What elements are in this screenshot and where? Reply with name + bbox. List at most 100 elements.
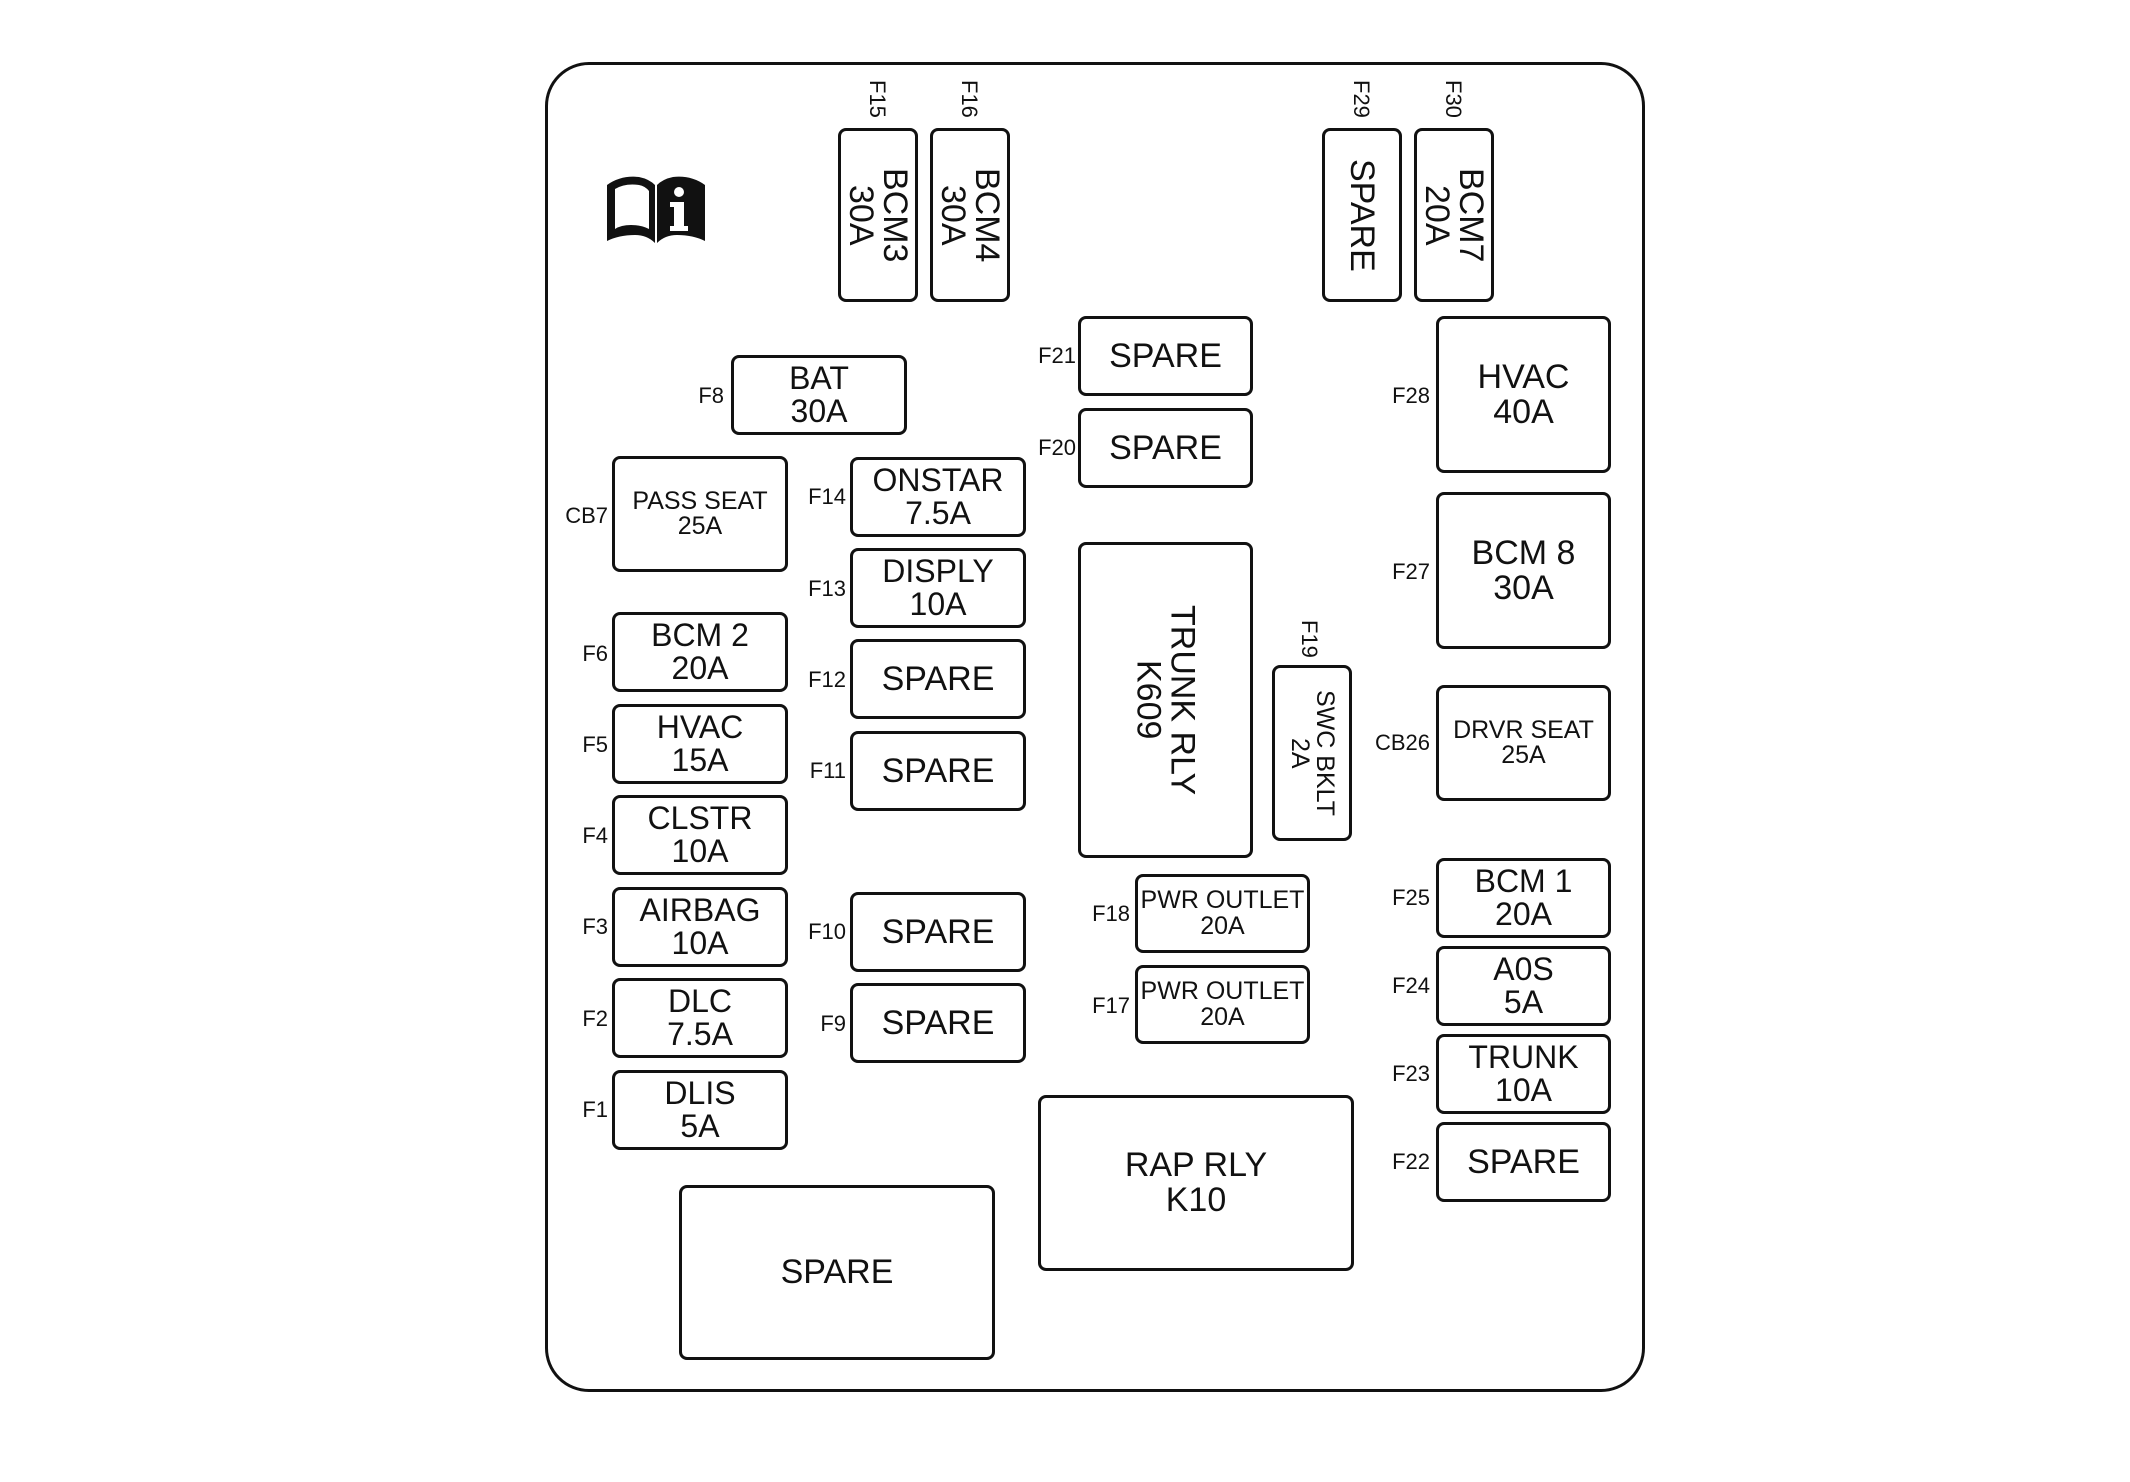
fuse-f27: BCM 8 30A (1436, 492, 1611, 649)
fuse-f29-name: SPARE (1343, 158, 1381, 272)
fuse-block-outline (545, 62, 1645, 1392)
fuse-f2: DLC 7.5A (612, 978, 788, 1058)
fuse-f27-rating: 30A (1493, 568, 1554, 607)
fuse-f25-name: BCM 1 (1474, 863, 1573, 900)
fuse-f4: CLSTR 10A (612, 795, 788, 875)
fuse-f5: HVAC 15A (612, 704, 788, 784)
fuse-f2-name: DLC (667, 983, 732, 1020)
fuse-f21: SPARE (1078, 316, 1253, 396)
fuse-f28-name: HVAC (1477, 357, 1570, 396)
fuse-f14-rating: 7.5A (905, 495, 971, 531)
fuse-f4-rating: 10A (671, 833, 729, 869)
fuse-f12-name: SPARE (881, 659, 995, 698)
fuse-f6-name: BCM 2 (651, 617, 749, 654)
fuse-f4-name: CLSTR (647, 800, 753, 837)
trunk-relay: TRUNK RLY K609 (1078, 542, 1253, 858)
fuse-f17-name: PWR OUTLET (1140, 977, 1305, 1005)
fuse-f23-rating: 10A (1495, 1072, 1552, 1108)
fuse-f3-rating: 10A (671, 925, 729, 961)
rap-relay-id: K10 (1165, 1181, 1227, 1219)
fuse-f28-rating: 40A (1493, 392, 1554, 431)
fuse-f30-name: BCM7 (1452, 167, 1490, 263)
fuse-f25-rating: 20A (1495, 896, 1552, 932)
fuse-f5-name: HVAC (656, 709, 744, 746)
fuse-f1-rating: 5A (680, 1108, 720, 1144)
fuse-id-f12: F12 (808, 667, 846, 692)
spare-block: SPARE (679, 1185, 995, 1360)
fuse-id-f15: F15 (865, 80, 890, 118)
rap-relay: RAP RLY K10 (1038, 1095, 1354, 1271)
rap-relay-name: RAP RLY (1124, 1146, 1268, 1185)
fuse-cb7-name: PASS SEAT (632, 486, 768, 515)
fuse-f17-rating: 20A (1200, 1002, 1245, 1031)
fuse-f25: BCM 1 20A (1436, 858, 1611, 938)
fuse-f30-rating: 20A (1418, 184, 1456, 246)
fuse-id-f14: F14 (808, 484, 846, 509)
fuse-id-f18: F18 (1092, 901, 1130, 926)
fuse-id-f4: F4 (582, 823, 608, 848)
fuse-id-cb26: CB26 (1374, 730, 1430, 755)
fuse-f30: BCM7 20A (1414, 128, 1494, 302)
fuse-f19-name: SWC BKLT (1311, 690, 1339, 816)
book-info-icon (607, 176, 705, 243)
fuse-f18-name: PWR OUTLET (1140, 886, 1305, 914)
fuse-id-f28: F28 (1392, 383, 1430, 408)
fuse-id-f10: F10 (808, 919, 846, 944)
fuse-f6-rating: 20A (671, 650, 729, 686)
fuse-f9-name: SPARE (881, 1003, 995, 1042)
fuse-id-f6: F6 (582, 641, 608, 666)
fuse-id-f23: F23 (1392, 1061, 1430, 1086)
fuse-f15-name: BCM3 (876, 167, 914, 263)
fuse-f8-rating: 30A (790, 393, 848, 429)
fuse-f9: SPARE (850, 983, 1026, 1063)
fuse-f18-rating: 20A (1200, 911, 1245, 940)
fuse-f19: SWC BKLT 2A (1272, 665, 1352, 841)
fuse-f10: SPARE (850, 892, 1026, 972)
fuse-cb26-name: DRVR SEAT (1453, 715, 1594, 744)
fuse-f16: BCM4 30A (930, 128, 1010, 302)
fuse-f20-name: SPARE (1109, 428, 1222, 467)
fuse-f13: DISPLY 10A (850, 548, 1026, 628)
fuse-f1: DLIS 5A (612, 1070, 788, 1150)
fuse-cb26-rating: 25A (1501, 741, 1546, 769)
fuse-cb7: PASS SEAT 25A (612, 456, 788, 572)
fuse-id-f24: F24 (1392, 973, 1430, 998)
fuse-f6: BCM 2 20A (612, 612, 788, 692)
fuse-f24-name: A0S (1493, 951, 1554, 988)
trunk-relay-id: K609 (1129, 660, 1168, 740)
fuse-f23-name: TRUNK (1468, 1039, 1579, 1076)
fuse-f13-name: DISPLY (882, 553, 994, 590)
fuse-f18: PWR OUTLET 20A (1135, 874, 1310, 953)
fuse-f20: SPARE (1078, 408, 1253, 488)
fuse-f21-name: SPARE (1109, 336, 1222, 375)
fuse-id-f25: F25 (1392, 885, 1430, 910)
fuse-id-f8: F8 (698, 383, 724, 408)
fuse-f22: SPARE (1436, 1122, 1611, 1202)
fuse-f10-name: SPARE (881, 912, 995, 951)
fuse-f1-name: DLIS (664, 1075, 736, 1112)
fuse-id-f30: F30 (1441, 80, 1466, 118)
fuse-id-f11: F11 (809, 758, 846, 783)
fuse-id-f2: F2 (582, 1006, 608, 1031)
fuse-f12: SPARE (850, 639, 1026, 719)
fuse-f8: BAT 30A (731, 355, 907, 435)
fuse-f11: SPARE (850, 731, 1026, 811)
fuse-f5-rating: 15A (671, 742, 729, 778)
fuse-f14: ONSTAR 7.5A (850, 457, 1026, 537)
fuse-f13-rating: 10A (909, 586, 967, 622)
fuse-f24: A0S 5A (1436, 946, 1611, 1026)
fuse-f14-name: ONSTAR (872, 462, 1004, 499)
fuse-f29: SPARE (1322, 128, 1402, 302)
fuse-f24-rating: 5A (1503, 984, 1544, 1020)
fuse-cb26: DRVR SEAT 25A (1436, 685, 1611, 801)
fuse-f3-name: AIRBAG (639, 892, 761, 929)
fuse-id-f9: F9 (820, 1011, 846, 1036)
fuse-cb7-rating: 25A (677, 512, 723, 540)
fuse-id-f17: F17 (1092, 993, 1130, 1018)
fuse-f15-rating: 30A (842, 184, 880, 246)
fuse-f27-name: BCM 8 (1471, 533, 1576, 572)
fuse-id-f16: F16 (957, 80, 982, 118)
fuse-id-f22: F22 (1392, 1149, 1430, 1174)
fuse-f16-rating: 30A (934, 184, 972, 246)
fuse-id-f21: F21 (1038, 343, 1076, 368)
